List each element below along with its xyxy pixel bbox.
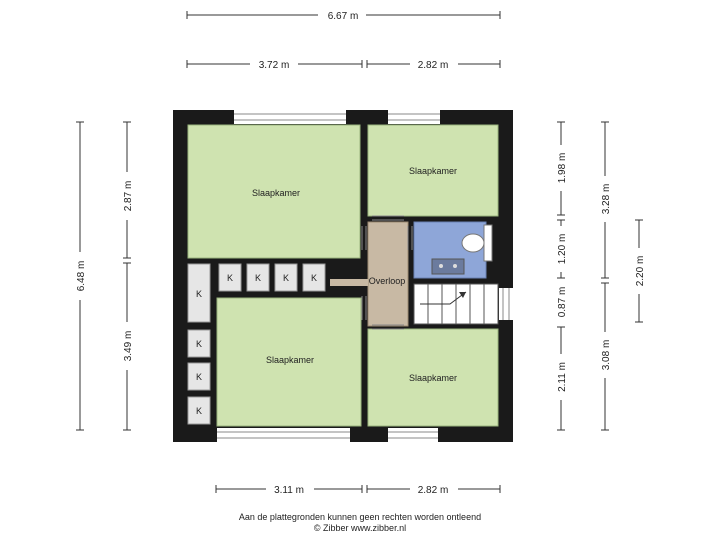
landing-passage: [330, 279, 368, 286]
closet-left-1-label: K: [196, 289, 202, 299]
dimension-right-far: 2.20 m: [632, 219, 646, 323]
dimension-right-2: 1.20 m: [554, 219, 568, 279]
closet-top-1: [218, 263, 242, 292]
dimension-bottom-right: 2.82 m: [366, 482, 501, 496]
dimension-top-total: 6.67 m: [186, 8, 501, 22]
label-bedroom-top-left: Slaapkamer: [252, 188, 300, 198]
closet-top-1-label: K: [227, 273, 233, 283]
closet-top-4: [302, 263, 326, 292]
room-landing: [367, 221, 409, 327]
dimension-right-outer-lower: 3.08 m: [598, 282, 612, 431]
dim-right-1-label: 1.98 m: [557, 153, 568, 184]
dim-right-outer-lower-label: 3.08 m: [601, 340, 612, 371]
closet-left-2: [187, 329, 211, 358]
room-bedroom-top-left: [187, 124, 361, 259]
dim-left-upper-label: 2.87 m: [123, 181, 134, 212]
closet-top-2: [246, 263, 270, 292]
dimension-left-total: 6.48 m: [73, 121, 87, 431]
closet-left-4-label: K: [196, 406, 202, 416]
dimension-right-outer-upper: 3.28 m: [598, 121, 612, 279]
sink-icon: [431, 258, 465, 275]
dimension-left-lower: 3.49 m: [120, 262, 134, 431]
dimension-right-1: 1.98 m: [554, 121, 568, 216]
dimension-right-3: 0.87 m: [554, 279, 568, 325]
dim-top-left-label: 3.72 m: [259, 60, 290, 71]
staircase: [413, 283, 499, 325]
dimension-right-4: 2.11 m: [554, 326, 568, 431]
label-bedroom-bottom-right: Slaapkamer: [409, 373, 457, 383]
room-bedroom-bottom-left: [216, 297, 362, 427]
window-right-stairs: [499, 288, 513, 320]
closet-left-1: [187, 263, 211, 323]
closet-left-2-label: K: [196, 339, 202, 349]
dim-right-3-label: 0.87 m: [557, 287, 568, 318]
dim-right-far-label: 2.20 m: [635, 256, 646, 287]
dimension-left-upper: 2.87 m: [120, 121, 134, 259]
dim-right-2-label: 1.20 m: [557, 234, 568, 265]
room-bedroom-top-right: [367, 124, 499, 217]
toilet-icon: [461, 224, 493, 262]
dim-right-outer-upper-label: 3.28 m: [601, 184, 612, 215]
window-bottom-right: [388, 428, 438, 442]
dim-right-4-label: 2.11 m: [557, 362, 568, 392]
closet-top-2-label: K: [255, 273, 261, 283]
closet-left-3-label: K: [196, 372, 202, 382]
label-bedroom-top-right: Slaapkamer: [409, 166, 457, 176]
dim-bottom-left-label: 3.11 m: [274, 485, 304, 496]
label-bedroom-bottom-left: Slaapkamer: [266, 355, 314, 365]
dim-top-total-label: 6.67 m: [328, 11, 359, 22]
dim-left-lower-label: 3.49 m: [123, 331, 134, 362]
label-landing: Overloop: [369, 276, 406, 286]
window-bottom-left: [217, 428, 350, 442]
closet-left-3: [187, 362, 211, 391]
footer-copyright: © Zibber www.zibber.nl: [314, 523, 406, 533]
dim-bottom-right-label: 2.82 m: [418, 485, 449, 496]
closet-top-3-label: K: [283, 273, 289, 283]
room-bedroom-bottom-right: [367, 328, 499, 427]
dimension-top-right: 2.82 m: [366, 57, 501, 71]
door-marks: [361, 215, 413, 330]
dimension-bottom-left: 3.11 m: [215, 482, 363, 496]
closet-top-4-label: K: [311, 273, 317, 283]
footer-disclaimer: Aan de plattegronden kunnen geen rechten…: [239, 512, 481, 522]
closet-top-3: [274, 263, 298, 292]
dim-left-total-label: 6.48 m: [76, 261, 87, 292]
window-top-left: [234, 110, 346, 124]
dim-top-right-label: 2.82 m: [418, 60, 449, 71]
dimension-top-left: 3.72 m: [186, 57, 363, 71]
closet-left-4: [187, 396, 211, 425]
window-top-right: [388, 110, 440, 124]
